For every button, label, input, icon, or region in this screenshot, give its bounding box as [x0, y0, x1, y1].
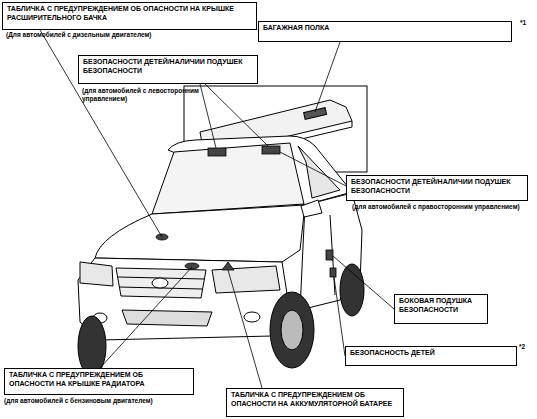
label-text: БЕЗОПАСНОСТЬ ДЕТЕЙ: [350, 349, 512, 358]
label-text: ТАБЛИЧКА С ПРЕДУПРЕЖДЕНИЕМ ОБ ОПАСНОСТИ …: [9, 371, 189, 388]
logo: [152, 278, 168, 288]
grille: [116, 268, 206, 298]
mirror: [301, 200, 322, 217]
wheel: [340, 264, 364, 316]
leader-line: [315, 42, 340, 112]
footnote-mark: *2: [519, 343, 533, 351]
label-box: ТАБЛИЧКА С ПРЕДУПРЕЖДЕНИЕМ ОБ ОПАСНОСТИ …: [226, 388, 404, 417]
label-text: БАГАЖНАЯ ПОЛКА: [263, 24, 507, 33]
grille-bars: [118, 277, 204, 289]
label-text: БЕЗОПАСНОСТИ ДЕТЕЙ/НАЛИЧИИ ПОДУШЕК БЕЗОП…: [351, 178, 523, 195]
hood: [95, 205, 305, 262]
footnote-mark: *1: [520, 19, 534, 27]
shelf-sticker: [304, 108, 327, 120]
fog-light: [244, 312, 260, 322]
stickers: [156, 146, 336, 277]
label-box: БЕЗОПАСНОСТИ ДЕТЕЙ/НАЛИЧИИ ПОДУШЕК БЕЗОП…: [346, 175, 528, 201]
windshield: [152, 143, 304, 214]
radiator-sticker: [185, 263, 199, 269]
leader-lines: [40, 30, 394, 388]
front-face: [78, 258, 288, 340]
leader-line: [205, 84, 268, 146]
label-text: ТАБЛИЧКА С ПРЕДУПРЕЖДЕНИЕМ ОБ ОПАСНОСТИ …: [231, 391, 399, 408]
side-airbag-sticker: [326, 250, 333, 260]
battery-sticker: [222, 262, 234, 270]
child-safety-sticker: [330, 268, 336, 277]
label-box: ТАБЛИЧКА С ПРЕДУПРЕЖДЕНИЕМ ОБ ОПАСНОСТИ …: [2, 2, 257, 30]
leader-line: [334, 277, 345, 356]
applicability-note: (для автомобилей с правосторонним управл…: [352, 203, 527, 211]
label-box: ТАБЛИЧКА С ПРЕДУПРЕЖДЕНИЕМ ОБ ОПАСНОСТИ …: [4, 368, 194, 395]
car-body: [78, 136, 364, 376]
applicability-note: (для автомобилей с левосторонним управле…: [82, 87, 232, 103]
label-box: БАГАЖНАЯ ПОЛКА: [258, 21, 512, 42]
headlight: [80, 262, 113, 286]
leader-line: [333, 256, 394, 309]
wheel: [270, 292, 314, 368]
leader-line: [228, 270, 262, 388]
label-text: БОКОВАЯ ПОДУШКА БЕЗОПАСНОСТИ: [399, 297, 483, 314]
applicability-note: (для автомобилей с бензиновым двигателем…: [4, 397, 174, 405]
leader-line: [100, 267, 192, 368]
windshield-sticker: [262, 146, 280, 154]
leader-line: [200, 84, 216, 148]
label-box: БЕЗОПАСНОСТЬ ДЕТЕЙ: [345, 346, 517, 366]
label-text: БЕЗОПАСНОСТИ ДЕТЕЙ/НАЛИЧИИ ПОДУШЕК БЕЗОП…: [83, 58, 253, 75]
air-intake: [122, 310, 212, 326]
wheel: [78, 316, 106, 376]
label-box: БЕЗОПАСНОСТИ ДЕТЕЙ/НАЛИЧИИ ПОДУШЕК БЕЗОП…: [78, 55, 258, 84]
wheel-rim: [281, 310, 303, 350]
windshield-sticker: [208, 148, 226, 156]
label-box: БОКОВАЯ ПОДУШКА БЕЗОПАСНОСТИ: [394, 294, 488, 324]
label-text: ТАБЛИЧКА С ПРЕДУПРЕЖДЕНИЕМ ОБ ОПАСНОСТИ …: [7, 5, 252, 22]
applicability-note: (Для автомобилей с дизельным двигателем): [6, 31, 156, 39]
leader-line: [280, 152, 346, 186]
